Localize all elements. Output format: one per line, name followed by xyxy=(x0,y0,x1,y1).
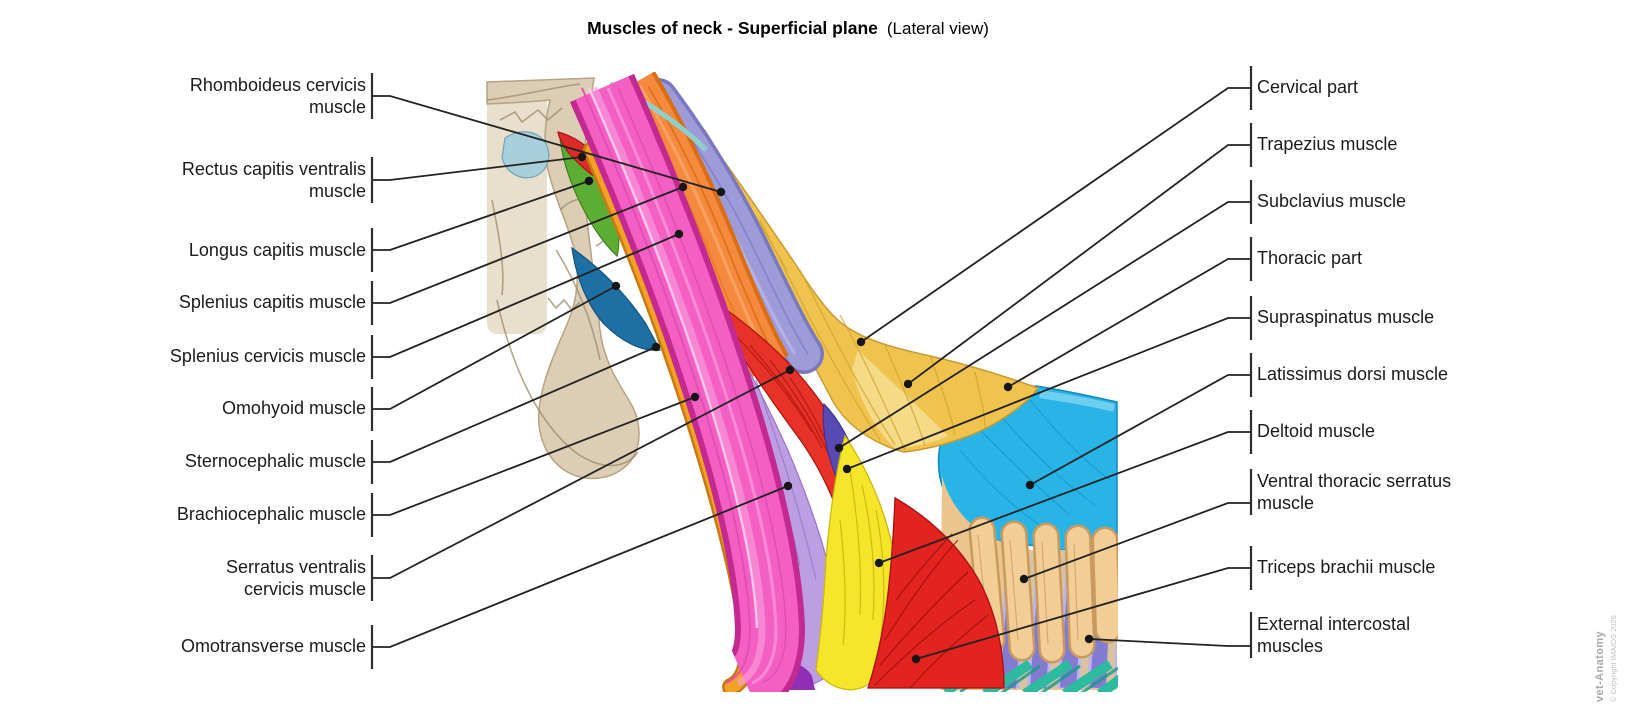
label-serratus-ventralis-cervicis: Serratus ventralis cervicis muscle xyxy=(225,557,366,599)
atlas-cartilage xyxy=(501,131,550,179)
label-trapezius: Trapezius muscle xyxy=(1257,134,1398,154)
muscle-omohyoid xyxy=(571,246,661,351)
leader-trapezius xyxy=(907,144,1251,385)
label-brachiocephalic: Brachiocephalic muscle xyxy=(176,504,366,524)
figure-title-view: (Lateral view) xyxy=(886,19,989,38)
label-rectus-capitis-ventralis: Rectus capitis ventralis muscle xyxy=(181,159,366,201)
leader-triceps-brachii xyxy=(915,567,1251,660)
leader-splenius-capitis xyxy=(372,186,684,304)
muscle-brachiocephalic xyxy=(569,73,806,692)
label-longus-capitis: Longus capitis muscle xyxy=(188,240,366,260)
leader-rectus-capitis-ventralis xyxy=(372,156,583,181)
skull-illustration xyxy=(486,77,640,480)
muscle-deltoid xyxy=(815,434,899,691)
leader-external-intercostal xyxy=(1088,638,1251,647)
label-latissimus-dorsi: Latissimus dorsi muscle xyxy=(1257,364,1449,384)
leader-longus-capitis xyxy=(372,180,590,251)
label-omohyoid: Omohyoid muscle xyxy=(221,398,366,418)
label-rhomboideus-cervicis: Rhomboideus cervicis muscle xyxy=(189,75,366,117)
leader-omohyoid xyxy=(372,285,617,410)
label-cervical-part: Cervical part xyxy=(1257,77,1359,97)
leader-subclavius xyxy=(838,201,1251,449)
watermark-brand: vet-Anatomy xyxy=(1594,630,1606,702)
leader-latissimus-dorsi xyxy=(1029,374,1251,486)
leader-rhomboideus-cervicis xyxy=(372,95,722,193)
figure-title-main: Muscles of neck - Superficial plane xyxy=(587,18,878,38)
label-ticks xyxy=(370,66,1253,669)
leader-sternocephalic xyxy=(372,346,657,463)
label-subclavius: Subclavius muscle xyxy=(1257,191,1407,211)
label-splenius-cervicis: Splenius cervicis muscle xyxy=(169,346,366,366)
label-thoracic-part: Thoracic part xyxy=(1257,248,1363,268)
label-deltoid: Deltoid muscle xyxy=(1257,421,1376,441)
leader-lines xyxy=(372,87,1251,660)
label-omotransverse: Omotransverse muscle xyxy=(180,636,366,656)
label-splenius-capitis: Splenius capitis muscle xyxy=(178,292,366,312)
watermark: vet-Anatomy © Copyright IMAIOS 2026 xyxy=(1594,615,1618,702)
figure-title: Muscles of neck - Superficial plane (Late… xyxy=(0,18,1576,39)
label-external-intercostal: External intercostal muscles xyxy=(1257,614,1411,656)
label-sternocephalic: Sternocephalic muscle xyxy=(184,451,366,471)
leader-splenius-cervicis xyxy=(372,233,680,358)
label-supraspinatus: Supraspinatus muscle xyxy=(1257,307,1435,327)
leader-dots xyxy=(577,152,1094,664)
leader-ventral-thoracic-serratus xyxy=(1023,502,1251,580)
leader-omotransverse xyxy=(372,485,789,648)
leader-cervical-part xyxy=(860,87,1251,343)
label-triceps-brachii: Triceps brachii muscle xyxy=(1257,557,1436,577)
leader-deltoid xyxy=(878,431,1251,564)
watermark-copyright: © Copyright IMAIOS 2026 xyxy=(1609,615,1618,702)
leader-thoracic-part xyxy=(1007,258,1251,388)
leader-supraspinatus xyxy=(846,317,1251,470)
muscle-triceps-brachii xyxy=(867,496,1005,689)
label-ventral-thoracic-serratus: Ventral thoracic serratus muscle xyxy=(1257,471,1452,513)
muscle-trapezius xyxy=(686,109,1040,453)
leader-serratus-ventralis-cervicis xyxy=(372,369,791,579)
leader-brachiocephalic xyxy=(372,396,696,516)
